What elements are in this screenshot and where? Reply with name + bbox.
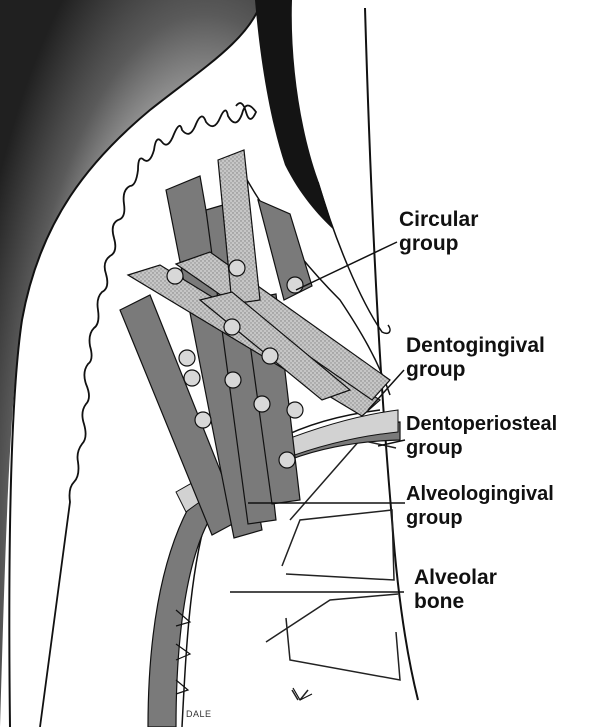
label-circular-line1: Circular [399,208,478,232]
label-alveolar-bone: Alveolar bone [414,566,497,614]
label-circular-line2: group [399,232,478,256]
label-alveolar-bone-line1: Alveolar [414,566,497,590]
label-dentoperiosteal-line1: Dentoperiosteal [406,412,557,436]
label-alveologingival-line1: Alveologingival [406,482,554,506]
sulcus-line [318,182,390,333]
label-alveologingival-group: Alveologingival group [406,482,554,530]
label-dentogingival-line2: group [406,358,545,382]
label-alveolar-bone-line2: bone [414,590,497,614]
label-dentoperiosteal-line2: group [406,436,557,460]
label-alveologingival-line2: group [406,506,554,530]
label-dentogingival-line1: Dentogingival [406,334,545,358]
bottom-mark [293,688,312,700]
leader-circular [296,242,397,290]
label-circular-group: Circular group [399,208,478,256]
label-dentogingival-group: Dentogingival group [406,334,545,382]
artist-signature: DALE [186,709,212,719]
label-dentoperiosteal-group: Dentoperiosteal group [406,412,557,460]
